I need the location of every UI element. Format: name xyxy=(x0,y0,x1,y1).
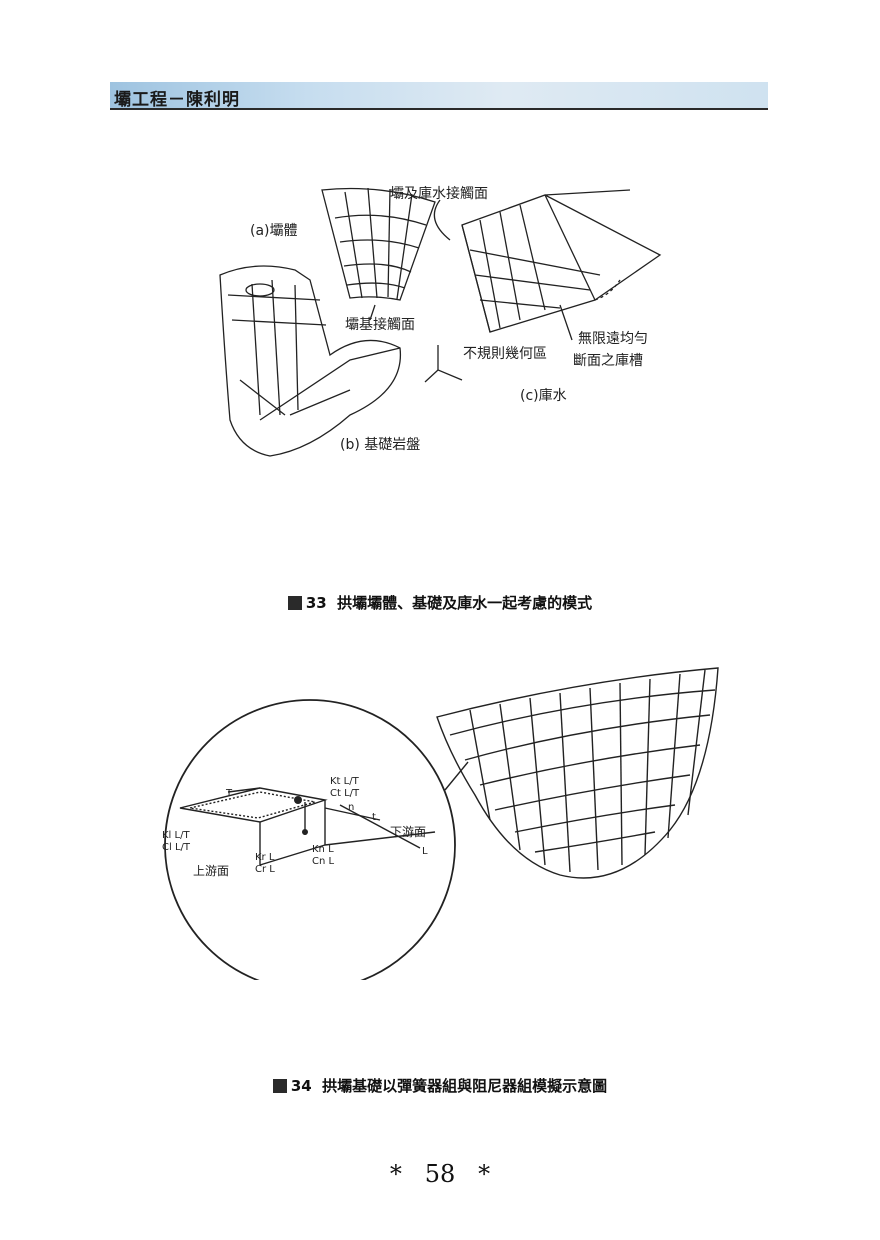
fig34-label-kl: Kl L/T xyxy=(162,830,190,841)
fig34-label-cr: Cr L xyxy=(255,864,275,875)
fig34-label-downstream: 下游面 xyxy=(390,825,427,839)
header-rule xyxy=(110,108,768,110)
fig33-label-irregular-zone: 不規則幾何區 xyxy=(463,346,547,362)
figure-34-drawing xyxy=(164,667,719,980)
fig34-label-ct: Ct L/T xyxy=(330,788,360,799)
figure-34-caption: 34 拱壩基礎以彈簧器組與阻尼器組模擬示意圖 xyxy=(0,1075,880,1096)
fig34-label-cl: Cl L/T xyxy=(162,842,190,853)
fig34-label-L: L xyxy=(422,846,428,857)
fig34-label-t: t xyxy=(372,812,376,823)
fig33-label-infinite-channel-1: 無限遠均勻 xyxy=(578,331,648,347)
page-footer: * 58 * xyxy=(0,1160,880,1188)
fig34-label-cn: Cn L xyxy=(312,856,335,867)
fig34-label-kt: Kt L/T xyxy=(330,776,359,787)
header-title: 壩工程－陳利明 xyxy=(114,90,240,110)
fig33-label-interface-dam-foundation: 壩基接觸面 xyxy=(345,317,415,333)
fig34-label-n: n xyxy=(348,802,355,813)
figure-33-caption: 33 拱壩壩體、基礎及庫水一起考慮的模式 xyxy=(0,592,880,613)
page-mark-left: * xyxy=(389,1160,402,1188)
caption-bullet-icon xyxy=(272,1079,287,1093)
fig34-label-kn: Kn L xyxy=(312,844,334,855)
page-mark-right: * xyxy=(478,1160,491,1188)
caption-text: 拱壩壩體、基礎及庫水一起考慮的模式 xyxy=(337,594,593,612)
fig34-label-kr: Kr L xyxy=(255,852,275,863)
fig33-label-a: (a)壩體 xyxy=(250,223,298,239)
fig33-label-b: (b) 基礎岩盤 xyxy=(340,437,421,453)
fig33-label-interface-dam-water: 壩及庫水接觸面 xyxy=(390,186,488,202)
caption-number: 33 xyxy=(305,594,327,612)
fig34-label-T: T xyxy=(226,788,233,799)
caption-bullet-icon xyxy=(287,596,302,610)
caption-text: 拱壩基礎以彈簧器組與阻尼器組模擬示意圖 xyxy=(322,1077,608,1095)
caption-number: 34 xyxy=(290,1077,312,1095)
header-bar xyxy=(110,82,768,108)
fig33-label-c: (c)庫水 xyxy=(520,388,567,404)
fig33-label-infinite-channel-2: 斷面之庫槽 xyxy=(573,353,643,369)
page-number: 58 xyxy=(424,1160,456,1188)
figure-33-drawing xyxy=(219,187,662,457)
fig34-label-upstream: 上游面 xyxy=(193,864,230,878)
